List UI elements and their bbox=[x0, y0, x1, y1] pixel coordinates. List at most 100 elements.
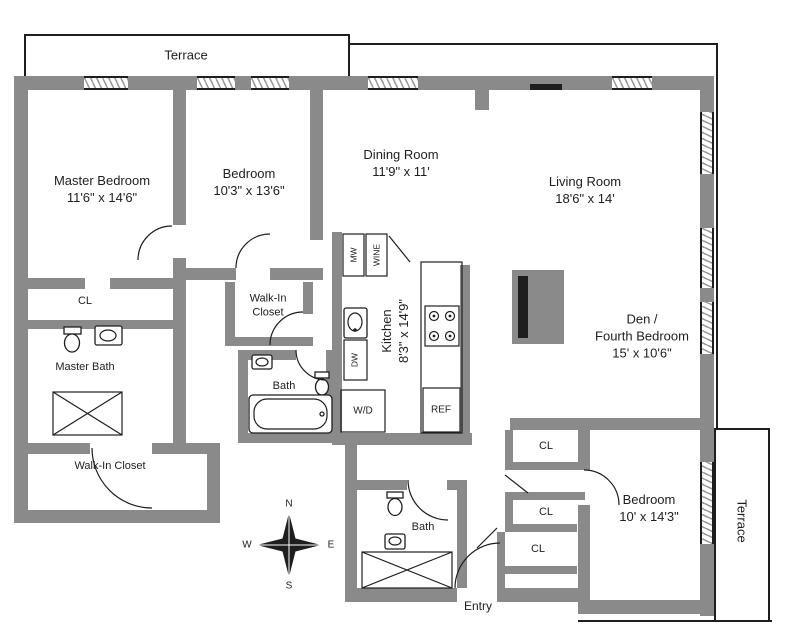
wall bbox=[497, 588, 585, 602]
window bbox=[700, 112, 714, 174]
wall bbox=[578, 430, 590, 470]
master-bath-toilet-icon bbox=[63, 326, 82, 353]
wall bbox=[357, 480, 407, 490]
fireplace-core bbox=[518, 276, 528, 338]
wall bbox=[578, 505, 590, 600]
room-dims: 15' x 10'6" bbox=[612, 345, 672, 361]
window bbox=[700, 228, 714, 288]
wall bbox=[345, 433, 357, 602]
window bbox=[368, 76, 418, 90]
building-outline bbox=[716, 43, 718, 430]
compass-s-label: S bbox=[285, 580, 293, 592]
compass-n-label: N bbox=[285, 498, 293, 510]
wall bbox=[578, 600, 714, 614]
room-name: Kitchen bbox=[379, 309, 395, 353]
room-dims: 10'3" x 13'6" bbox=[213, 183, 285, 198]
wall bbox=[238, 433, 338, 443]
room-dims: 18'6" x 14' bbox=[555, 191, 615, 206]
lower-bath-shower-icon bbox=[361, 551, 453, 589]
washer-dryer-label: W/D bbox=[353, 405, 373, 417]
room-dims: 11'6" x 14'6" bbox=[66, 190, 138, 205]
bath-mid-label: Bath bbox=[272, 379, 296, 392]
room-name: Living Room bbox=[548, 174, 622, 190]
room-name: Bedroom bbox=[222, 166, 276, 182]
kitchen-label: Kitchen 8'3" x 14'9" bbox=[379, 299, 413, 363]
wine-fridge-label: WINE bbox=[371, 243, 382, 267]
master-bedroom-label: Master Bedroom 11'6" x 14'6" bbox=[54, 173, 150, 207]
window bbox=[84, 76, 128, 90]
walk-in-closet-mid-label: Walk-In Closet bbox=[250, 292, 287, 321]
terrace-right-label: Terrace bbox=[734, 499, 750, 543]
closet-label: CL bbox=[530, 542, 546, 555]
wall bbox=[173, 90, 186, 225]
master-bath-shower-icon bbox=[52, 391, 123, 436]
wall bbox=[332, 433, 472, 445]
closet-label: CL bbox=[538, 439, 554, 452]
building-outline bbox=[578, 620, 772, 622]
door-track bbox=[530, 84, 562, 90]
wall bbox=[110, 278, 173, 289]
window bbox=[251, 76, 289, 90]
closet-label: CL bbox=[77, 294, 93, 307]
microwave-label: MW bbox=[348, 247, 359, 263]
wall bbox=[310, 90, 323, 240]
bath-lower-label: Bath bbox=[411, 520, 435, 533]
room-dims: 8'3" x 14'9" bbox=[396, 298, 411, 364]
lower-bath-toilet-icon bbox=[386, 491, 404, 517]
room-dims: 11'9" x 11' bbox=[372, 164, 430, 179]
wall bbox=[186, 268, 236, 280]
bedroom-2-label: Bedroom 10'3" x 13'6" bbox=[213, 166, 284, 200]
wall bbox=[332, 232, 342, 443]
wall bbox=[457, 480, 467, 588]
wall bbox=[497, 532, 505, 574]
wall bbox=[505, 462, 585, 470]
wall bbox=[303, 282, 313, 314]
window bbox=[700, 462, 714, 544]
closet-label: CL bbox=[538, 505, 554, 518]
entry-label: Entry bbox=[463, 599, 493, 614]
kitchen-sink-icon bbox=[343, 307, 368, 339]
lower-bath-sink-icon bbox=[384, 533, 406, 550]
room-name: Den / bbox=[626, 311, 658, 327]
wall bbox=[238, 350, 248, 443]
compass-rose-icon bbox=[257, 513, 321, 577]
wall bbox=[225, 282, 235, 345]
room-name: Master Bedroom bbox=[53, 173, 151, 189]
stove-icon bbox=[424, 305, 460, 347]
wall bbox=[497, 566, 505, 602]
dishwasher-label: DW bbox=[349, 352, 360, 368]
room-dims: 10' x 14'3" bbox=[619, 509, 679, 524]
wall bbox=[497, 566, 577, 574]
wall bbox=[270, 268, 323, 280]
wall bbox=[510, 418, 714, 430]
wall bbox=[505, 492, 585, 500]
compass-w-label: W bbox=[242, 539, 252, 551]
wall bbox=[345, 588, 457, 602]
cabinet-diagonal bbox=[388, 235, 411, 263]
wall bbox=[460, 265, 470, 435]
building-outline bbox=[348, 43, 716, 45]
wall bbox=[505, 430, 513, 470]
bathtub-icon bbox=[248, 394, 333, 434]
bedroom-3-label: Bedroom 10' x 14'3" bbox=[619, 492, 678, 526]
window bbox=[612, 76, 652, 90]
wall bbox=[14, 76, 28, 523]
dining-room-label: Dining Room 11'9" x 11' bbox=[363, 147, 438, 181]
wall bbox=[238, 350, 296, 360]
room-name: Closet bbox=[252, 307, 284, 319]
terrace-top-label: Terrace bbox=[164, 47, 208, 63]
master-bath-label: Master Bath bbox=[55, 360, 115, 373]
den-label: Den / Fourth Bedroom 15' x 10'6" bbox=[595, 312, 689, 363]
wall bbox=[14, 510, 220, 523]
window bbox=[197, 76, 235, 90]
terrace-right bbox=[714, 428, 770, 622]
room-name: Walk-In bbox=[249, 292, 287, 305]
column bbox=[475, 90, 489, 110]
wall bbox=[225, 337, 313, 346]
wall bbox=[505, 524, 577, 532]
wall bbox=[28, 443, 90, 454]
room-name: Bedroom bbox=[622, 492, 676, 508]
wall bbox=[28, 320, 173, 329]
refrigerator-label: REF bbox=[431, 404, 451, 416]
